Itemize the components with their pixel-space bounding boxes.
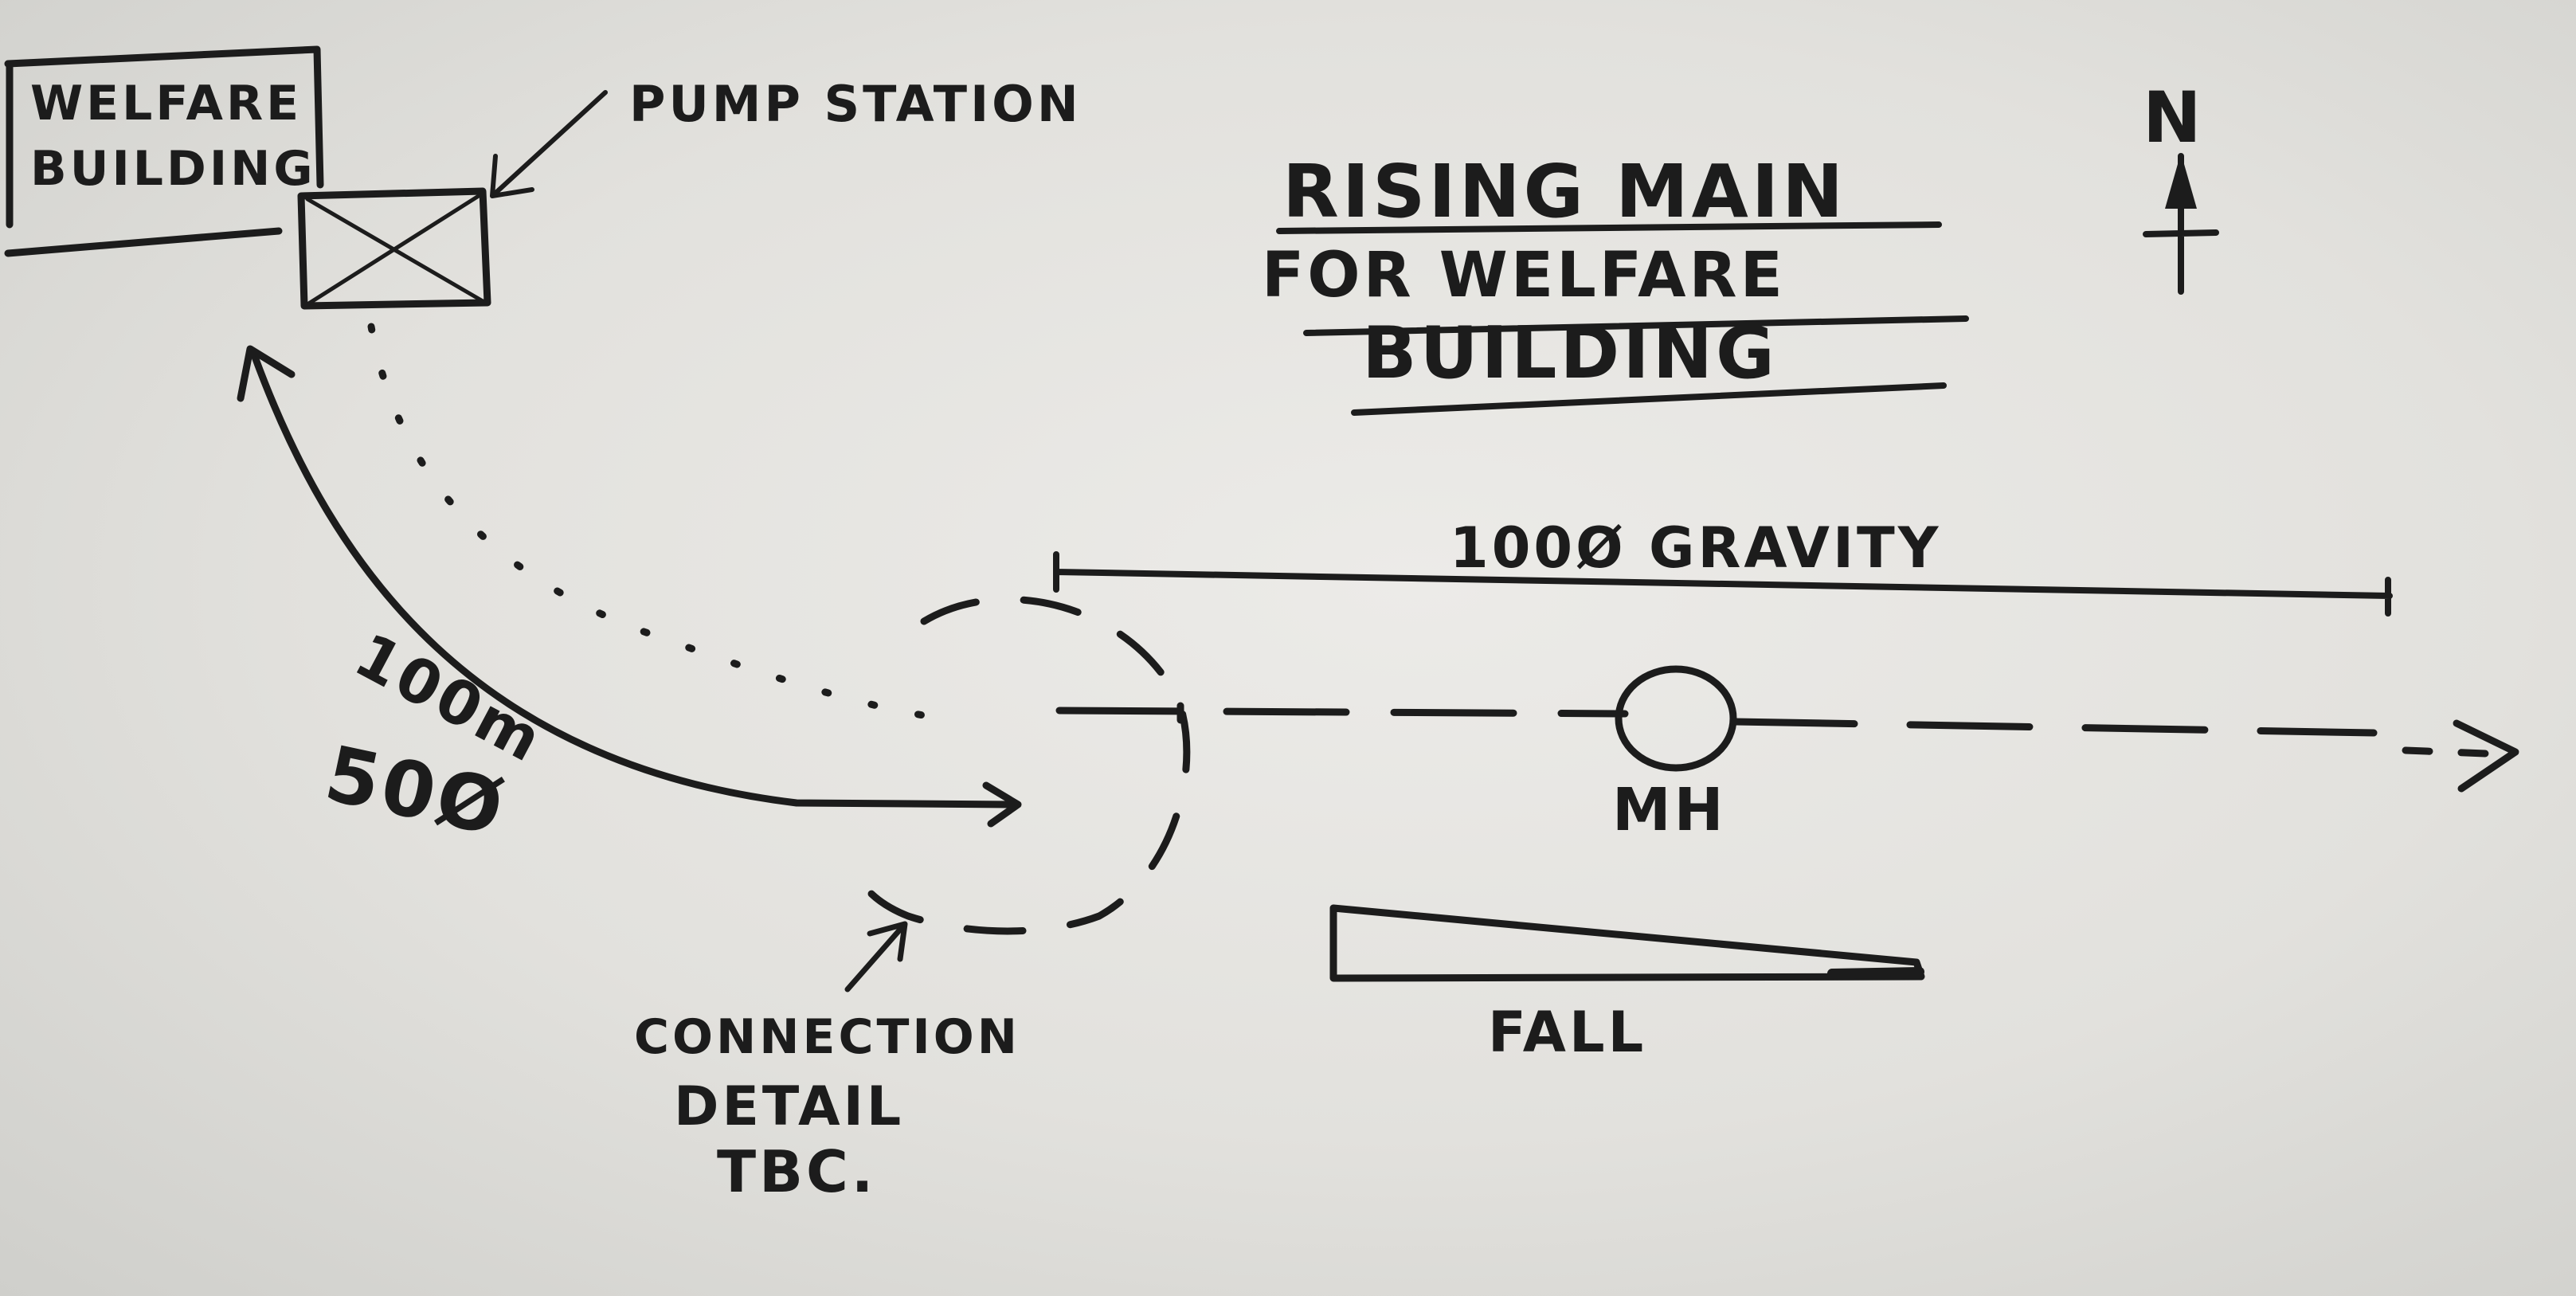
title-line2: FOR WELFARE <box>1262 240 1786 311</box>
title-line1: RISING MAIN <box>1282 149 1846 234</box>
connection-label-line3: TBC. <box>717 1138 876 1205</box>
title-underline-1 <box>1276 221 1942 234</box>
gravity-pipe-arrowhead <box>2453 719 2519 793</box>
fall-label: FALL <box>1488 1000 1646 1065</box>
connection-pointer-arrow <box>844 921 908 993</box>
pump-station-label: PUMP STATION <box>629 75 1082 133</box>
north-arrow: N <box>2143 76 2219 295</box>
pump-station-pointer-arrow <box>490 90 608 198</box>
pump-station: PUMP STATION <box>297 75 1082 310</box>
gravity-dimension: 100Ø GRAVITY <box>1053 515 2393 617</box>
gravity-pipe: MH <box>1055 665 2519 844</box>
rising-main-arrowhead-end <box>982 781 1022 828</box>
rising-main-arrowhead-start <box>237 345 296 402</box>
fall-wedge <box>1329 904 1925 982</box>
connection-label-line1: CONNECTION <box>634 1009 1020 1065</box>
dotted-route <box>367 323 960 724</box>
fall-indicator: FALL <box>1329 904 1925 1065</box>
welfare-building-label-line1: WELFARE <box>30 76 302 131</box>
manhole-circle <box>1615 665 1737 772</box>
welfare-building-label-line2: BUILDING <box>30 141 316 197</box>
title-line3: BUILDING <box>1362 311 1778 395</box>
title-underline-3 <box>1351 382 1947 416</box>
north-label: N <box>2143 76 2205 159</box>
rising-main-arrow: 100m 50Ø <box>237 345 1022 854</box>
sketch-title: RISING MAIN FOR WELFARE BUILDING <box>1262 149 1969 416</box>
connection-detail-circle <box>848 596 1191 935</box>
connection-note: CONNECTION DETAIL TBC. <box>634 921 1020 1205</box>
gravity-label: 100Ø GRAVITY <box>1450 515 1941 581</box>
title-underline-2 <box>1303 315 1969 336</box>
welfare-building: WELFARE BUILDING <box>4 45 324 257</box>
manhole-label: MH <box>1612 776 1727 844</box>
north-arrow-head <box>2165 153 2197 209</box>
connection-label-line2: DETAIL <box>674 1075 904 1138</box>
